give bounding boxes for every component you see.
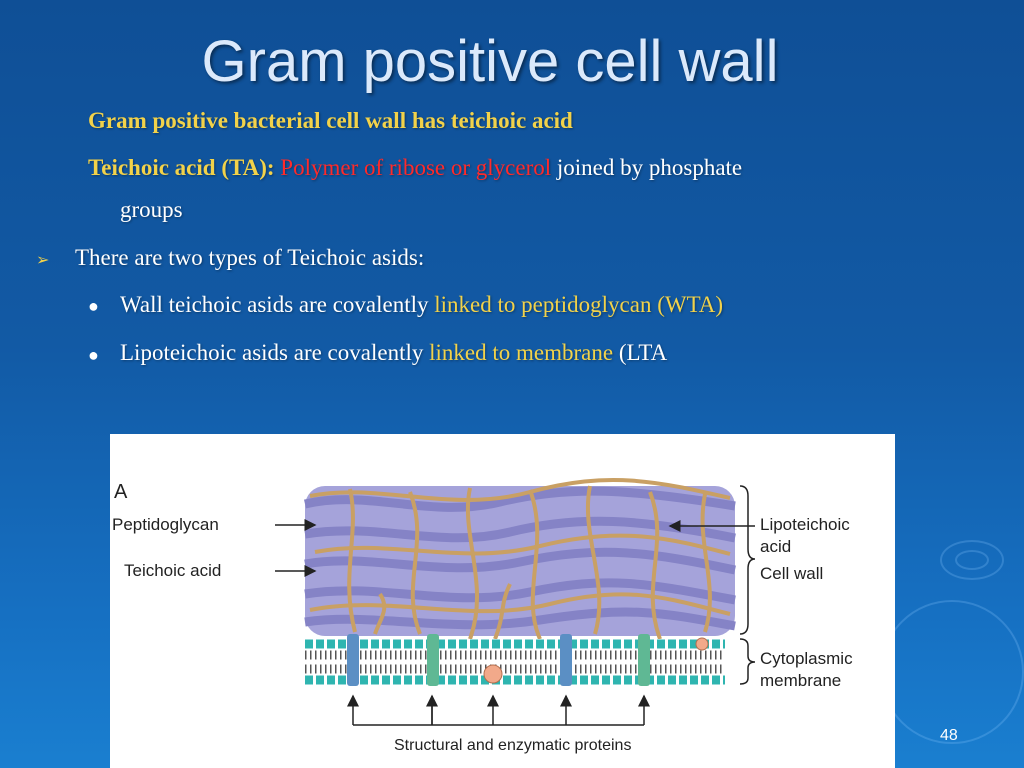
dot-bullet-icon: ●: [88, 345, 99, 365]
protein-green-1: [427, 634, 439, 686]
label-lipoteichoic-acid: acid: [760, 537, 791, 556]
label-peptidoglycan: Peptidoglycan: [112, 515, 219, 534]
cell-wall-figure: A Peptidoglycan Teichoic acid Lipoteicho…: [110, 434, 895, 768]
ripple-decoration: [940, 540, 1004, 580]
sub-bullet-wta: Wall teichoic asids are covalently linke…: [120, 292, 723, 318]
label-lipoteichoic: Lipoteichoic: [760, 515, 850, 534]
protein-green-2: [638, 634, 650, 686]
braces: [739, 485, 756, 685]
sub-bullet-lta: Lipoteichoic asids are covalently linked…: [120, 340, 667, 366]
lta-text: Lipoteichoic asids are covalently: [120, 340, 430, 365]
label-teichoic-acid: Teichoic acid: [124, 561, 221, 580]
teichoic-acid-strands: [309, 478, 731, 640]
label-proteins: Structural and enzymatic proteins: [394, 737, 631, 754]
cytoplasmic-membrane: [305, 634, 725, 686]
definition-highlight: Polymer of ribose or glycerol: [280, 155, 552, 180]
lta-rest: (LTA: [613, 340, 668, 365]
protein-blue-1: [347, 634, 359, 686]
lta-highlight: linked to membrane: [429, 340, 614, 365]
teichoic-definition: Teichoic acid (TA): Polymer of ribose or…: [88, 155, 742, 181]
wta-text: Wall teichoic asids are covalently: [120, 292, 435, 317]
wta-highlight: linked to peptidoglycan (WTA): [434, 292, 724, 317]
intro-line: Gram positive bacterial cell wall has te…: [88, 108, 573, 133]
definition-wrap: groups: [120, 197, 183, 222]
ripple-decoration: [955, 550, 989, 570]
panel-label: A: [114, 481, 128, 503]
slide-title: Gram positive cell wall: [201, 29, 779, 94]
ripple-decoration: [880, 600, 1024, 744]
protein-orange-1: [483, 664, 503, 684]
label-cytoplasmic: Cytoplasmic: [760, 649, 853, 668]
protein-orange-2: [695, 637, 709, 651]
protein-blue-2: [560, 634, 572, 686]
cell-wall-diagram: A Peptidoglycan Teichoic acid Lipoteicho…: [112, 478, 853, 754]
label-membrane: membrane: [760, 671, 841, 690]
page-number: 48: [940, 727, 958, 744]
dot-bullet-icon: ●: [88, 296, 99, 316]
arrow-bullet-icon: ➢: [36, 252, 50, 269]
definition-label: Teichoic acid (TA):: [88, 155, 275, 180]
bullet-types: There are two types of Teichoic asids:: [75, 245, 425, 270]
definition-rest: joined by phosphate: [551, 155, 743, 180]
pointer-lines: [275, 519, 755, 726]
peptidoglycan-layer: [303, 486, 736, 636]
label-cell-wall: Cell wall: [760, 564, 823, 583]
